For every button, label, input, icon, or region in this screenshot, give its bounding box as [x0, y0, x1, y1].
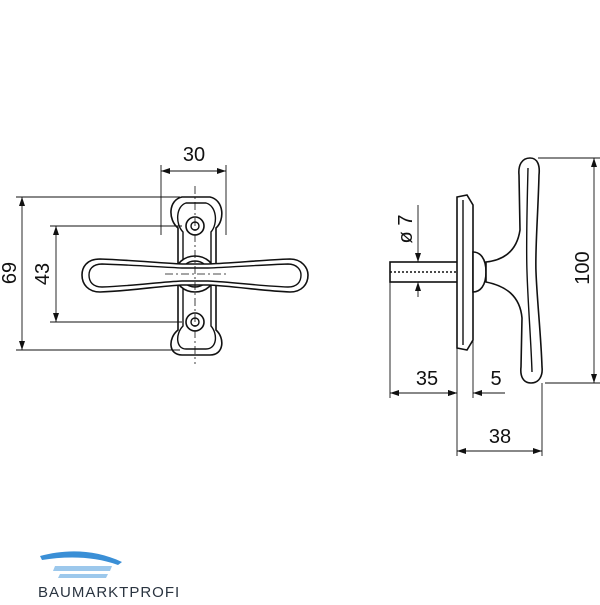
- dim-spindle-diameter: ø 7: [395, 215, 417, 244]
- side-view: ø 7 100 35 5 38: [389, 157, 600, 456]
- logo-swoosh-icon: [40, 551, 122, 565]
- lever-side: [485, 157, 543, 384]
- dim-side-height: 100: [572, 251, 594, 284]
- dim-front-width: 30: [183, 144, 205, 166]
- baumarktprofi-logo: BAUMARKTPROFI: [38, 551, 180, 601]
- dim-spindle-length: 35: [416, 368, 438, 390]
- dim-side-depth: 38: [489, 426, 511, 448]
- front-view: 30 69 43: [0, 144, 309, 364]
- brand-name: BAUMARKTPROFI: [38, 584, 180, 600]
- dim-front-height: 69: [0, 262, 21, 284]
- dim-rose-thickness: 5: [490, 368, 501, 390]
- rose-side: [456, 194, 474, 351]
- dim-hole-spacing: 43: [32, 263, 54, 285]
